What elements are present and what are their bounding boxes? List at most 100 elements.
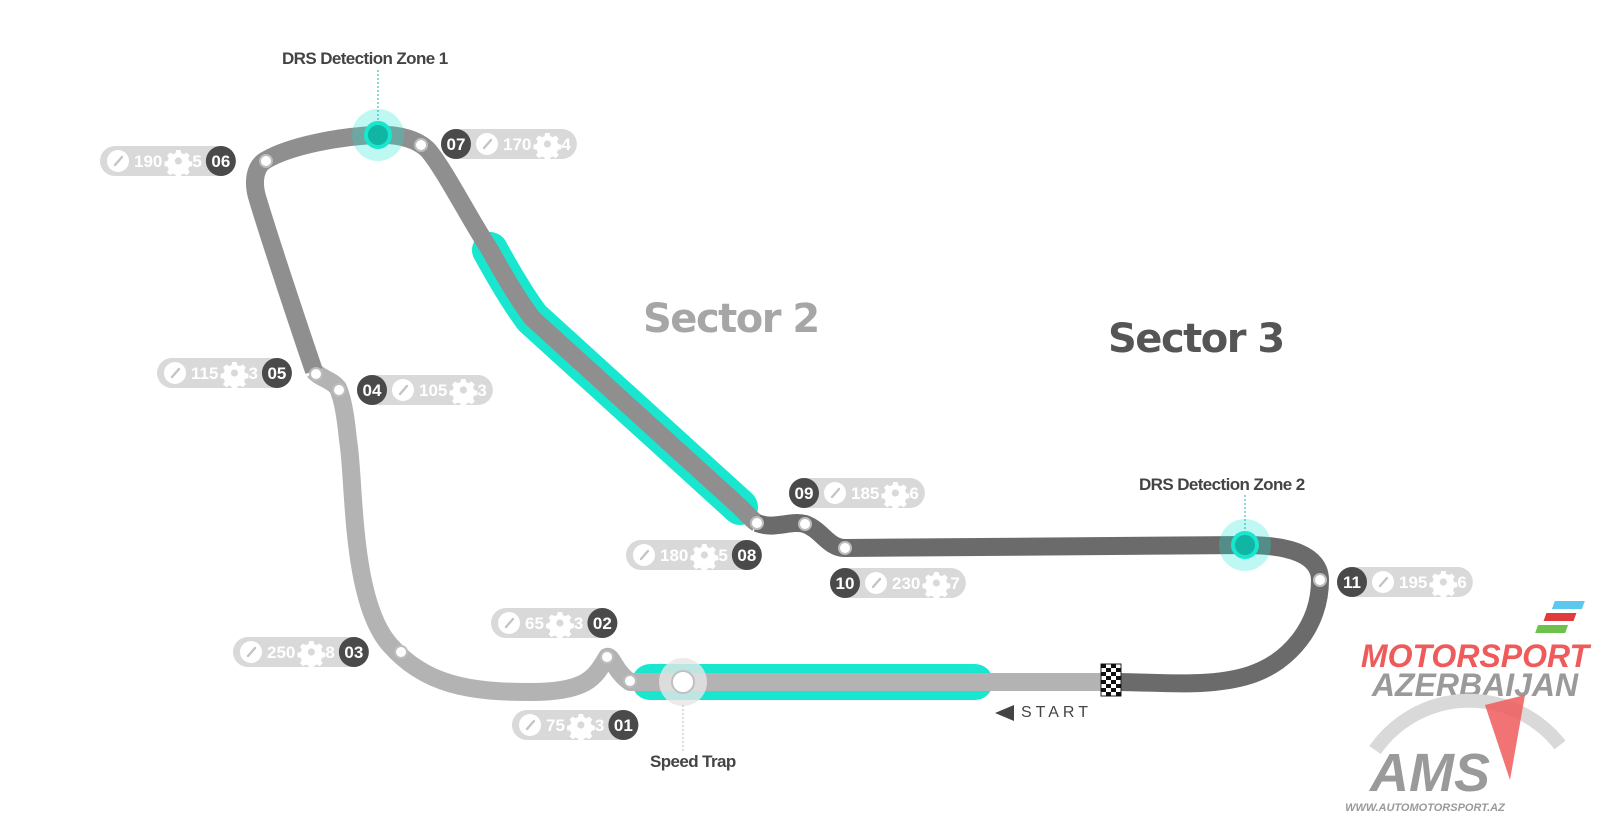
corner-number-badge <box>261 358 292 388</box>
corner-number-badge <box>608 710 639 740</box>
corner-speed: 185 <box>851 484 879 503</box>
corner-number-badge <box>338 637 369 667</box>
gear-icon <box>567 714 595 742</box>
speedometer-icon <box>517 712 543 738</box>
corner-number: 10 <box>836 574 855 593</box>
gear-icon <box>533 133 562 161</box>
corner-markers <box>259 138 1327 688</box>
corner-speed: 180 <box>660 546 688 565</box>
corner-marker-11 <box>1313 573 1327 587</box>
speed-trap-point <box>659 658 707 752</box>
corner-badge-07: 07 170 4 <box>441 129 577 161</box>
corner-speed: 190 <box>134 152 162 171</box>
corner-marker-06 <box>259 154 273 168</box>
logo-mark: AMS <box>1368 743 1490 803</box>
corner-badge-10: 10 230 7 <box>830 568 966 600</box>
drs-zone-1-label: DRS Detection Zone 1 <box>282 49 448 68</box>
speedometer-icon <box>390 377 416 403</box>
corner-gear: 3 <box>595 716 604 735</box>
speedometer-icon <box>162 360 188 386</box>
track-sector-1 <box>307 364 1115 701</box>
corner-gear: 5 <box>192 152 201 171</box>
gear-icon <box>546 612 574 640</box>
corner-number-badge <box>1337 567 1367 597</box>
corner-marker-07 <box>414 138 428 152</box>
corner-speed: 250 <box>267 643 295 662</box>
logo-line-1: MOTORSPORT <box>1361 638 1592 674</box>
corner-speed: 115 <box>191 364 218 383</box>
sector-2-label: Sector 2 <box>643 296 820 342</box>
corner-gear: 4 <box>561 135 571 154</box>
speedometer-icon <box>863 570 889 596</box>
corner-badge-08: 08 180 5 <box>626 540 762 572</box>
corner-number-badge <box>205 146 236 176</box>
corner-gear: 5 <box>718 546 727 565</box>
corner-marker-10 <box>838 541 852 555</box>
corner-gear: 3 <box>574 614 583 633</box>
corner-number-badge <box>731 540 762 570</box>
corner-number: 06 <box>211 152 230 171</box>
corner-badge-03: 03 250 8 <box>233 637 369 669</box>
speedometer-icon <box>105 148 131 174</box>
corner-badge-04: 04 105 3 <box>357 375 493 407</box>
sector-3-label: Sector 3 <box>1108 316 1285 362</box>
checkered-flag-icon <box>1100 663 1122 697</box>
corner-badge-05: 05 115 3 <box>157 358 292 390</box>
corner-number: 09 <box>795 484 814 503</box>
speedometer-icon <box>1370 569 1396 595</box>
corner-number: 04 <box>363 381 382 400</box>
speedometer-icon <box>631 542 657 568</box>
corner-number: 11 <box>1343 573 1361 592</box>
logo-url: WWW.AUTOMOTORSPORT.AZ <box>1345 802 1506 814</box>
start-label: START <box>1021 704 1092 721</box>
corner-number-badge <box>587 608 618 638</box>
gear-icon <box>690 544 719 572</box>
corner-marker-04 <box>332 383 346 397</box>
corner-number-badge <box>357 375 387 405</box>
gear-icon <box>881 482 910 510</box>
corner-number-badge <box>441 129 471 159</box>
speedometer-icon <box>496 610 522 636</box>
corner-gear: 8 <box>325 643 334 662</box>
corner-speed: 230 <box>892 574 920 593</box>
corner-number-badge <box>789 478 819 508</box>
speed-trap-label: Speed Trap <box>650 752 736 771</box>
corner-badge-11: 11 195 6 <box>1337 567 1473 599</box>
corner-gear: 7 <box>950 574 959 593</box>
corner-number: 03 <box>344 643 363 662</box>
corner-marker-09 <box>798 517 812 531</box>
gear-icon <box>297 641 326 669</box>
track-sector-2 <box>245 125 762 531</box>
corner-number: 07 <box>447 135 466 154</box>
gear-icon <box>449 379 478 407</box>
corner-speed: 195 <box>1399 573 1427 592</box>
drs-detection-point-2 <box>1219 495 1271 571</box>
corner-badge-06: 06 190 5 <box>100 146 236 178</box>
drs-detection-point-1 <box>352 70 404 161</box>
corner-marker-01 <box>623 674 637 688</box>
corner-gear: 3 <box>248 364 257 383</box>
speedometer-icon <box>238 639 264 665</box>
corner-marker-02 <box>600 650 614 664</box>
corner-marker-03 <box>394 645 408 659</box>
corner-gear: 6 <box>909 484 918 503</box>
speedometer-icon <box>822 480 848 506</box>
corner-badge-09: 09 185 6 <box>789 478 925 510</box>
gear-icon <box>164 150 193 178</box>
corner-speed: 170 <box>503 135 531 154</box>
corner-number-badge <box>830 568 860 598</box>
corner-number: 05 <box>267 364 286 383</box>
corner-gear: 3 <box>477 381 486 400</box>
corner-gear: 6 <box>1457 573 1466 592</box>
start-arrow-icon <box>995 705 1014 721</box>
corner-speed: 65 <box>525 614 544 633</box>
corner-number: 08 <box>737 546 756 565</box>
corner-speed: 105 <box>419 381 447 400</box>
corner-marker-05 <box>309 367 323 381</box>
speedometer-icon <box>474 131 500 157</box>
drs-zone-2-label: DRS Detection Zone 2 <box>1139 475 1305 494</box>
